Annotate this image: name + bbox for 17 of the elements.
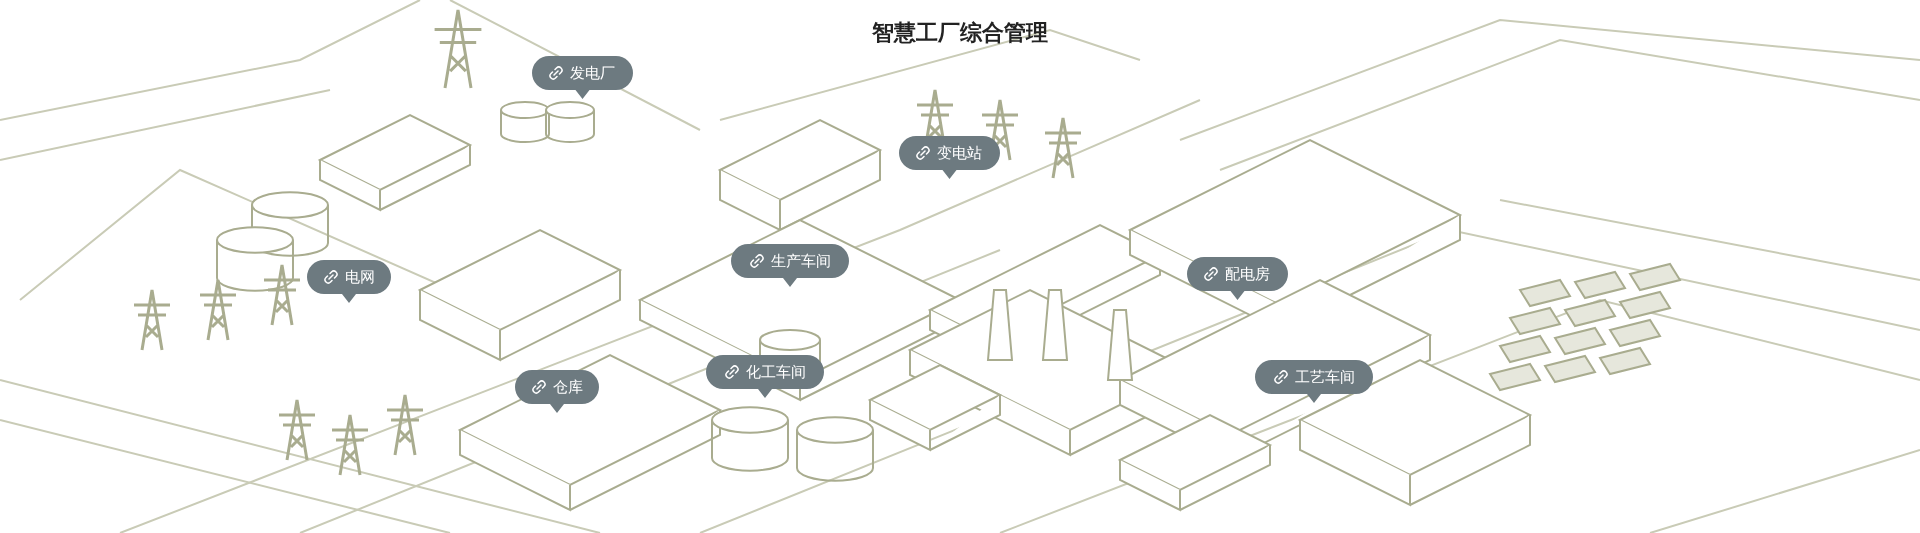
callout-bubble xyxy=(1255,360,1373,404)
callout-label: 生产车间 xyxy=(770,251,831,271)
callout-label: 变电站 xyxy=(937,143,982,163)
callout-label: 发电厂 xyxy=(570,63,615,83)
callout-bubble xyxy=(515,370,599,414)
callout-label: 配电房 xyxy=(1225,264,1270,284)
callout-bubble xyxy=(531,56,633,100)
callout-bubble xyxy=(706,355,824,399)
callout-label: 电网 xyxy=(344,267,375,287)
callout-bubble xyxy=(898,136,1000,180)
callout-label: 工艺车间 xyxy=(1294,367,1355,387)
callout-bubble xyxy=(731,244,849,288)
callout-bubble xyxy=(1186,257,1288,301)
callout-bubble xyxy=(307,260,391,304)
callout-label: 仓库 xyxy=(552,377,583,397)
page-title: 智慧工厂综合管理 xyxy=(872,19,1048,47)
callout-label: 化工车间 xyxy=(745,362,806,382)
